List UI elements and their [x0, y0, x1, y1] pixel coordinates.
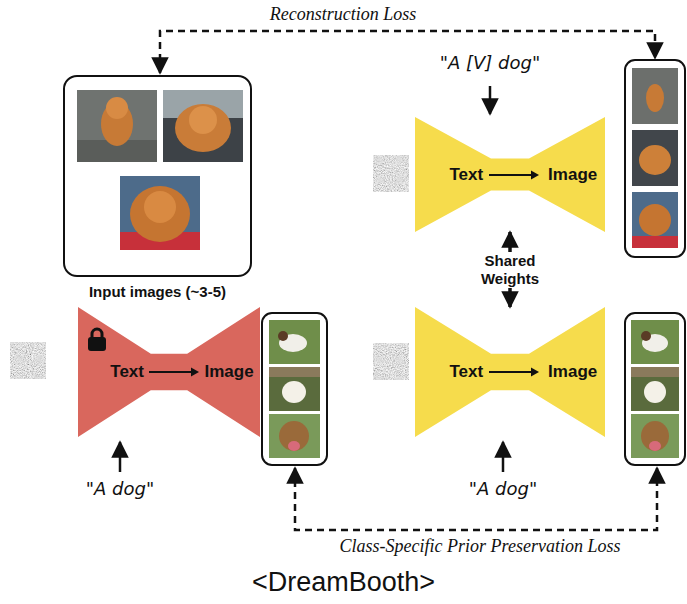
loss-label: Reconstruction Loss: [223, 4, 463, 25]
reconstruction-loss-line: [160, 31, 655, 73]
network-text: Text: [449, 165, 483, 185]
flow-arrow: [149, 366, 199, 378]
network-text: Text: [449, 362, 483, 382]
lock-shackle: [92, 329, 102, 338]
noise-square: [373, 155, 409, 192]
lock-icon: [86, 326, 108, 352]
noise-square: [10, 342, 46, 379]
loss-label: Class-Specific Prior Preservation Loss: [305, 536, 655, 557]
flow-arrow: [489, 169, 539, 181]
lock-body: [88, 337, 106, 351]
flow-arrow: [489, 366, 539, 378]
flow-arrow-line: [489, 371, 532, 373]
network-text: Image: [204, 362, 253, 382]
network-text: Text: [110, 362, 144, 382]
box-heading: Input images (~3-5): [55, 283, 260, 300]
text-to-image-network: Text Image: [78, 307, 260, 437]
noise-square: [373, 343, 409, 380]
flow-arrow-line: [489, 174, 532, 176]
output-images: [625, 60, 685, 257]
prompt-arrow: [489, 86, 492, 114]
prompt-text: "A [V] dog": [420, 52, 560, 73]
flow-arrow-head: [531, 170, 539, 179]
prompt-text: "A dog": [433, 478, 573, 499]
prompt-arrow: [502, 442, 505, 472]
edge-label: Shared Weights: [476, 252, 544, 288]
flow-arrow-head: [191, 368, 199, 377]
flow-arrow-line: [149, 371, 192, 373]
flow-arrow-head: [531, 368, 539, 377]
input-image-box: Input images (~3-5): [63, 75, 252, 277]
bowtie-fill: [78, 307, 260, 437]
prompt-text: "A dog": [50, 478, 190, 499]
bowtie-fill: [415, 117, 605, 232]
network-text: Image: [548, 165, 597, 185]
input-photos: [77, 90, 243, 250]
bowtie-fill: [415, 307, 605, 437]
prompt-arrow: [119, 442, 122, 472]
text-to-image-network: Text Image: [415, 307, 605, 437]
network-text: Image: [548, 362, 597, 382]
text-to-image-network: Text Image: [415, 117, 605, 232]
caption: <DreamBooth>: [0, 567, 687, 598]
prior-loss-line: [295, 468, 657, 530]
